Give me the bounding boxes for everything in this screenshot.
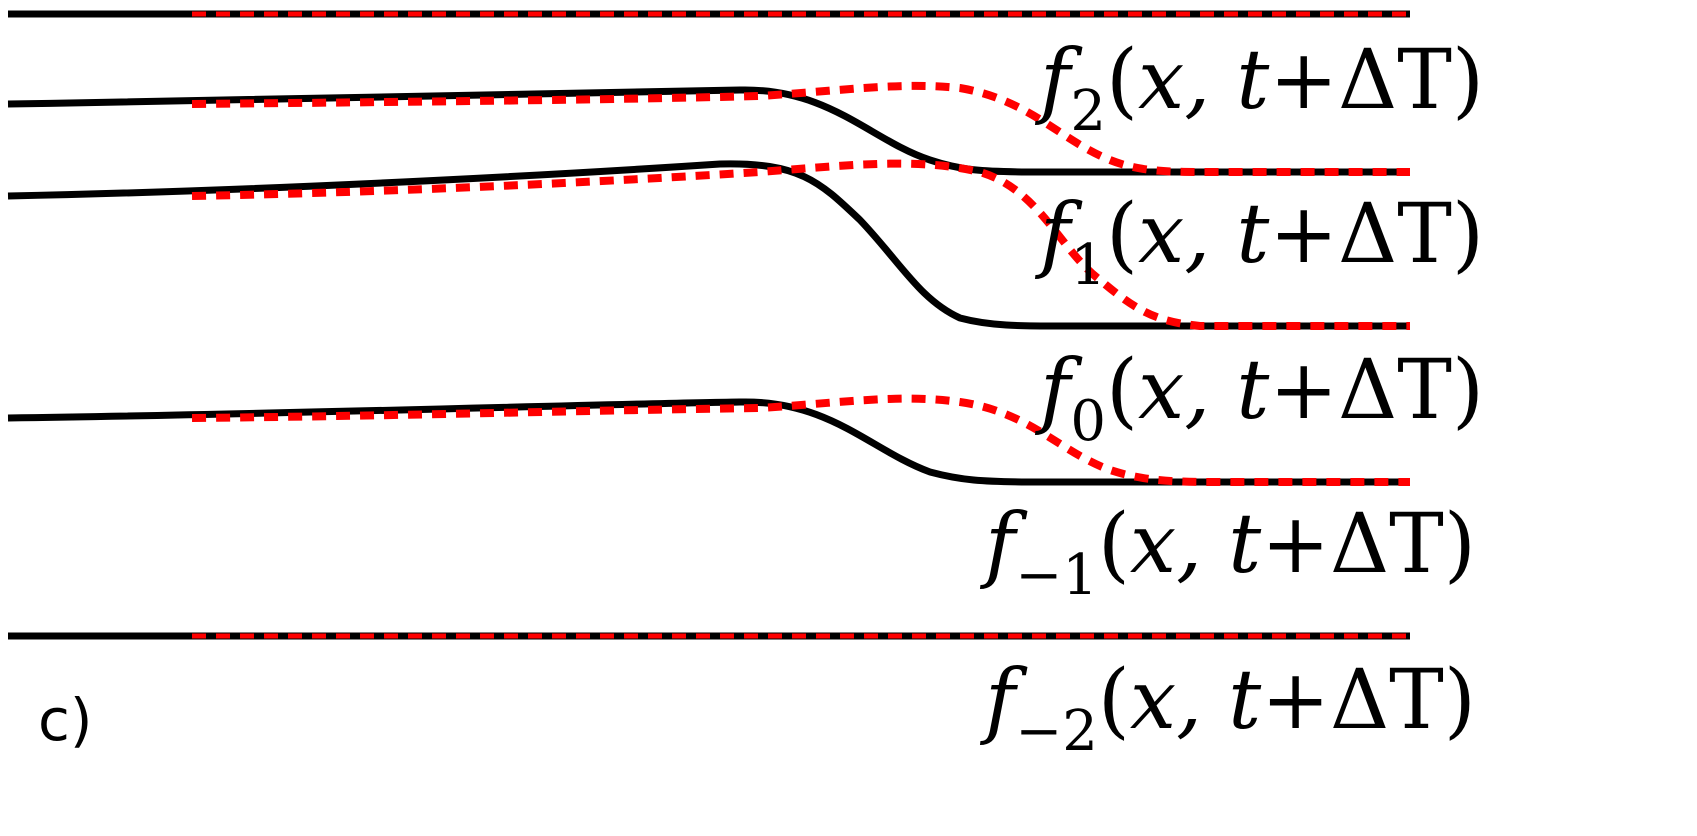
label-f-minus1: f−1(x, t+ΔT) [979, 497, 1476, 608]
dashed-curve [191, 81, 1410, 176]
label-f-minus2: f−2(x, t+ΔT) [979, 653, 1476, 764]
panel-label: c) [38, 686, 93, 754]
label-f2: f2(x, t+ΔT) [1034, 33, 1484, 144]
label-f0: f0(x, t+ΔT) [1034, 343, 1484, 454]
solid-curve [7, 398, 1410, 486]
curve-middle-kink [7, 159, 1410, 330]
solid-curve [7, 160, 1410, 330]
dashed-curve [191, 394, 1410, 486]
curve-lower-kink [7, 394, 1410, 486]
label-f1: f1(x, t+ΔT) [1034, 187, 1484, 298]
curve-upper-kink [7, 81, 1410, 176]
dashed-curve [191, 159, 1410, 330]
